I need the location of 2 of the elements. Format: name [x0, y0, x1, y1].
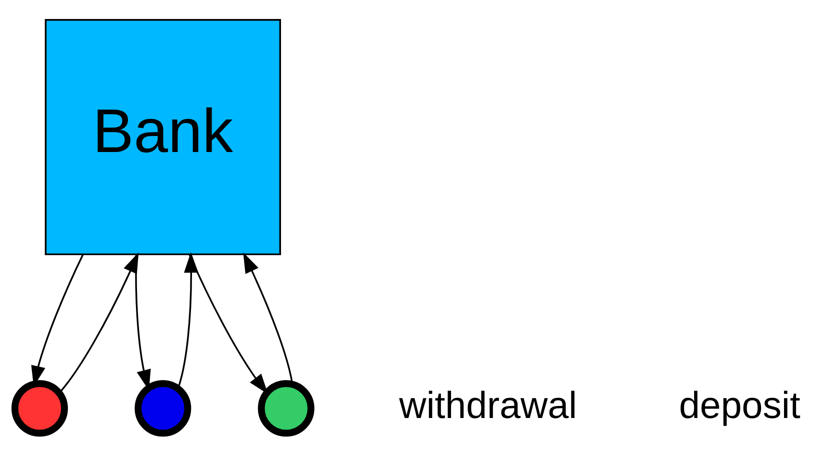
label: deposit: [678, 384, 800, 426]
label: withdrawal: [399, 384, 578, 426]
